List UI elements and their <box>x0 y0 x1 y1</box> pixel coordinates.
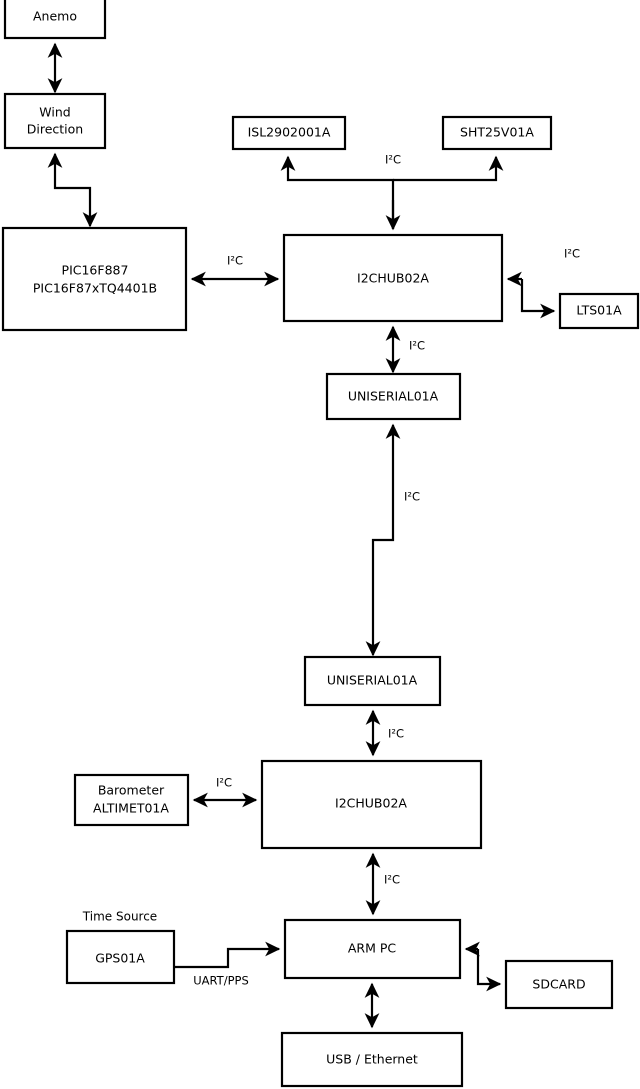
node-anemo-label: Anemo <box>33 9 77 24</box>
node-usb-ethernet-box[interactable] <box>280 1031 464 1088</box>
edge-pic-wind <box>47 152 98 228</box>
time-source-label: Time Source <box>82 910 157 924</box>
node-lts01a-label: LTS01A <box>576 303 622 318</box>
node-sht25v01a-box[interactable] <box>441 115 553 151</box>
node-barometer[interactable]: Barometer ALTIMET01A <box>73 773 190 827</box>
node-i2chub02a-bottom-box[interactable] <box>260 759 483 850</box>
node-wind-direction-label-line1: Wind <box>39 105 70 120</box>
node-sdcard[interactable]: SDCARD <box>504 959 614 1010</box>
node-uniserial01a-upper-label: UNISERIAL01A <box>348 389 439 404</box>
node-isl2902001a-box[interactable] <box>231 115 347 151</box>
edge-label-hub-lts: I²C <box>564 247 580 261</box>
edge-layer <box>47 42 556 1029</box>
node-pic-mcu-label-line1: PIC16F887 <box>62 263 129 278</box>
edge-label-pic-hub: I²C <box>227 254 243 268</box>
edge-label-gps-armpc: UART/PPS <box>193 974 249 988</box>
node-i2chub02a-bottom[interactable]: I2CHUB02A <box>260 759 483 850</box>
node-uniserial01a-lower-label: UNISERIAL01A <box>327 673 418 688</box>
node-anemo[interactable]: Anemo <box>3 0 107 40</box>
node-isl2902001a[interactable]: ISL2902001A <box>231 115 347 151</box>
edge-gps-armpc <box>174 941 281 969</box>
node-usb-ethernet[interactable]: USB / Ethernet <box>280 1031 464 1088</box>
node-i2chub02a-bottom-label: I2CHUB02A <box>335 796 407 811</box>
edge-label-uniserial-link: I²C <box>404 490 420 504</box>
edge-hub-sht <box>393 155 504 182</box>
node-pic-mcu-box[interactable] <box>1 226 188 332</box>
node-wind-direction-box[interactable] <box>3 92 107 150</box>
edge-armpc-sdcard <box>476 949 502 992</box>
edge-label-hub2-armpc: I²C <box>384 873 400 887</box>
edge-label-layer: I²C I²C I²C I²C I²C I²C I²C I²C UART/PPS <box>193 153 580 988</box>
node-wind-direction[interactable]: Wind Direction <box>3 92 107 150</box>
node-lts01a-box[interactable] <box>558 292 640 330</box>
edge-label-hub-uniserial: I²C <box>409 339 425 353</box>
node-sht25v01a-label: SHT25V01A <box>460 125 534 140</box>
node-gps01a[interactable]: GPS01A <box>65 929 176 985</box>
node-uniserial01a-lower[interactable]: UNISERIAL01A <box>303 655 442 707</box>
edge-label-baro-hub2: I²C <box>216 776 232 790</box>
node-isl2902001a-label: ISL2902001A <box>248 125 331 140</box>
node-anemo-box[interactable] <box>3 0 107 40</box>
node-uniserial01a-upper[interactable]: UNISERIAL01A <box>325 372 462 421</box>
edge-label-uni-hub2: I²C <box>388 727 404 741</box>
node-arm-pc-label: ARM PC <box>348 941 397 956</box>
node-sdcard-box[interactable] <box>504 959 614 1010</box>
node-uniserial01a-lower-box[interactable] <box>303 655 442 707</box>
node-i2chub02a-top-label: I2CHUB02A <box>357 271 429 286</box>
node-barometer-label-line1: Barometer <box>98 783 165 798</box>
node-wind-direction-label-line2: Direction <box>27 122 83 137</box>
node-i2chub02a-top[interactable]: I2CHUB02A <box>282 233 504 323</box>
node-pic-mcu[interactable]: PIC16F887 PIC16F87xTQ4401B <box>1 226 188 332</box>
node-barometer-box[interactable] <box>73 773 190 827</box>
node-gps01a-label: GPS01A <box>95 951 145 966</box>
edge-uniserial-uniserial <box>365 423 401 657</box>
node-pic-mcu-label-line2: PIC16F87xTQ4401B <box>33 281 157 296</box>
node-arm-pc-box[interactable] <box>283 918 462 980</box>
node-gps01a-box[interactable] <box>65 929 176 985</box>
edge-label-hub-sensors: I²C <box>385 153 401 167</box>
node-lts01a[interactable]: LTS01A <box>558 292 640 330</box>
free-label-layer: Time Source <box>82 910 157 924</box>
node-sht25v01a[interactable]: SHT25V01A <box>441 115 553 151</box>
node-usb-ethernet-label: USB / Ethernet <box>326 1052 418 1067</box>
node-arm-pc[interactable]: ARM PC <box>283 918 462 980</box>
node-sdcard-label: SDCARD <box>532 977 585 992</box>
edge-hub-isl <box>280 155 395 229</box>
node-i2chub02a-top-box[interactable] <box>282 233 504 323</box>
edge-hub-lts <box>520 279 556 319</box>
node-barometer-label-line2: ALTIMET01A <box>93 801 169 816</box>
node-uniserial01a-upper-box[interactable] <box>325 372 462 421</box>
